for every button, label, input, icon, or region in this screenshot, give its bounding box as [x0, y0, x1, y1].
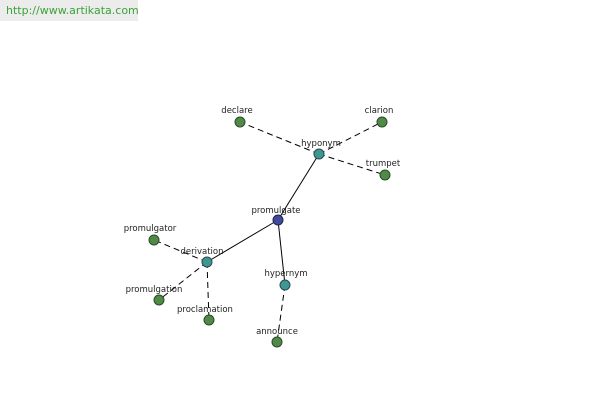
node-label-clarion: clarion: [365, 106, 394, 116]
node-hyponym[interactable]: hyponym: [301, 139, 341, 160]
node-label-trumpet: trumpet: [366, 159, 401, 169]
edge-promulgate-derivation: [206, 219, 279, 263]
site-url-link[interactable]: http://www.artikata.com: [0, 0, 139, 21]
node-announce[interactable]: announce: [256, 327, 298, 348]
node-promulgation[interactable]: promulgation: [126, 285, 183, 306]
node-circle-icon[interactable]: [153, 294, 165, 306]
node-label-announce: announce: [256, 327, 298, 337]
node-label-promulgate: promulgate: [251, 206, 300, 216]
edge-promulgate-hyponym: [277, 153, 320, 221]
node-circle-icon[interactable]: [201, 256, 213, 268]
node-circle-icon[interactable]: [313, 148, 325, 160]
node-trumpet[interactable]: trumpet: [366, 159, 401, 181]
node-hypernym[interactable]: hypernym: [264, 269, 308, 291]
node-circle-icon[interactable]: [379, 169, 391, 181]
edge-hyponym-declare: [239, 121, 320, 155]
node-clarion[interactable]: clarion: [365, 106, 394, 128]
edge-hyponym-trumpet: [318, 153, 386, 176]
node-circle-icon[interactable]: [148, 234, 160, 246]
edge-layer: [153, 121, 386, 343]
node-proclamation[interactable]: proclamation: [177, 305, 233, 326]
node-label-promulgation: promulgation: [126, 285, 183, 295]
edge-hyponym-clarion: [318, 121, 383, 155]
edge-promulgate-hypernym: [277, 219, 286, 286]
node-circle-icon[interactable]: [234, 116, 246, 128]
node-label-derivation: derivation: [180, 247, 223, 257]
node-label-declare: declare: [221, 106, 252, 116]
node-label-hyponym: hyponym: [301, 139, 341, 149]
node-circle-icon[interactable]: [279, 279, 291, 291]
node-declare[interactable]: declare: [221, 106, 253, 128]
node-layer: promulgate hyponym derivation hypernym decla…: [124, 106, 401, 348]
edge-derivation-promulgation: [158, 261, 208, 301]
node-circle-icon[interactable]: [376, 116, 388, 128]
node-circle-icon[interactable]: [203, 314, 215, 326]
node-label-proclamation: proclamation: [177, 305, 233, 315]
node-circle-icon[interactable]: [272, 214, 284, 226]
node-promulgate[interactable]: promulgate: [251, 206, 301, 226]
node-label-hypernym: hypernym: [264, 269, 307, 279]
node-circle-icon[interactable]: [271, 336, 283, 348]
node-derivation[interactable]: derivation: [180, 247, 224, 268]
node-promulgator[interactable]: promulgator: [124, 224, 177, 246]
node-label-promulgator: promulgator: [124, 224, 177, 234]
